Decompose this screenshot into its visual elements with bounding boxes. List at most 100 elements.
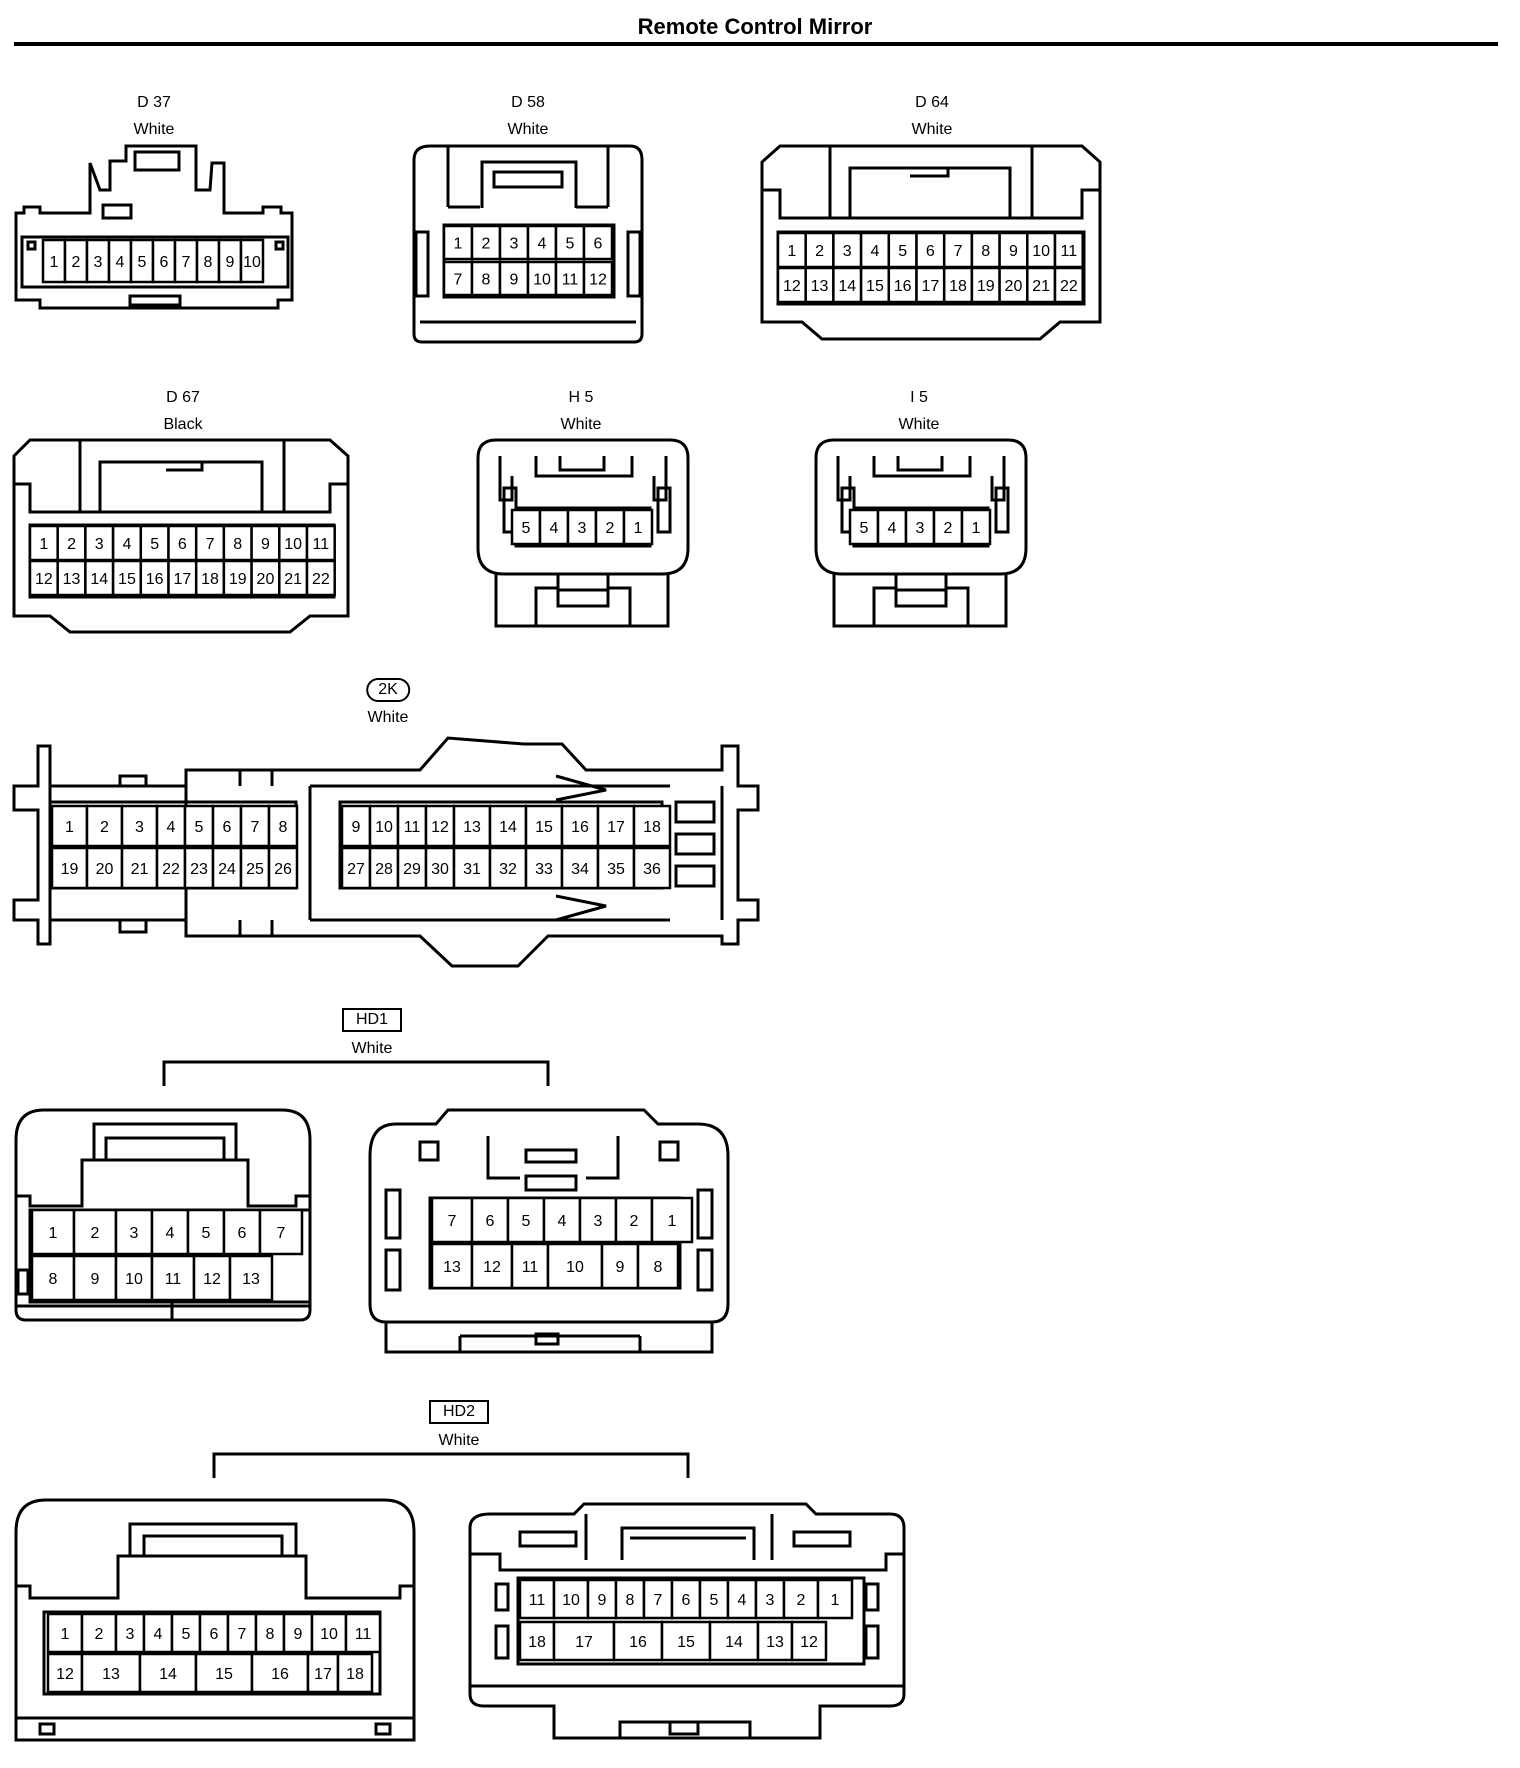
d64-pin-22: 22	[1053, 266, 1084, 304]
svg-text:13: 13	[63, 571, 81, 588]
svg-text:19: 19	[61, 861, 79, 878]
svg-text:2: 2	[72, 254, 81, 271]
2k-pin-32: 32	[488, 846, 528, 890]
svg-text:17: 17	[173, 571, 191, 588]
svg-text:8: 8	[279, 819, 288, 836]
svg-text:2: 2	[91, 1225, 100, 1242]
d58-pin-10: 10	[526, 260, 558, 297]
svg-text:4: 4	[116, 254, 125, 271]
2k-pin-2: 2	[85, 804, 124, 848]
d58-pin-1: 1	[442, 224, 474, 261]
d64-pin-7: 7	[942, 231, 974, 269]
h5-code: H 5	[568, 389, 594, 406]
svg-text:28: 28	[375, 861, 393, 878]
hd2-male-pin-9: 9	[282, 1612, 314, 1654]
d64-pin-17: 17	[915, 266, 946, 304]
svg-text:12: 12	[56, 1666, 74, 1683]
hd2-male-pin-16: 16	[250, 1652, 310, 1694]
svg-text:7: 7	[954, 243, 963, 260]
hd1-male-pin-4: 4	[150, 1208, 190, 1256]
d67-pin-21: 21	[278, 559, 309, 597]
svg-text:3: 3	[916, 520, 925, 537]
i5-pin-5: 5	[848, 508, 880, 546]
hd1-female-pin-12: 12	[470, 1242, 514, 1290]
h5-color: White	[560, 416, 602, 433]
hd1-male-pin-1: 1	[30, 1208, 76, 1256]
svg-text:14: 14	[725, 1634, 743, 1651]
d67-pin-2: 2	[56, 524, 87, 562]
d58-pin-9: 9	[498, 260, 530, 297]
svg-text:1: 1	[61, 1626, 70, 1643]
hd2-male-pin-7: 7	[226, 1612, 258, 1654]
svg-text:11: 11	[529, 1592, 546, 1609]
i5-color: White	[898, 416, 940, 433]
2k-pin-34: 34	[560, 846, 600, 890]
2k-pin-22: 22	[155, 846, 187, 890]
svg-text:13: 13	[443, 1259, 461, 1276]
svg-text:2: 2	[944, 520, 953, 537]
hd1-male-pin-5: 5	[186, 1208, 226, 1256]
svg-text:11: 11	[404, 819, 421, 836]
d64-pin-12: 12	[776, 266, 807, 304]
d67-pin-5: 5	[139, 524, 170, 562]
d37-pin-7: 7	[173, 238, 199, 284]
svg-text:7: 7	[182, 254, 191, 271]
2k-pin-19: 19	[50, 846, 89, 890]
svg-text:12: 12	[203, 1271, 221, 1288]
svg-text:2: 2	[815, 243, 824, 260]
page-title: Remote Control Mirror	[637, 14, 873, 39]
hd2-female-pin-13: 13	[756, 1620, 794, 1662]
hd2-male-pin-5: 5	[170, 1612, 202, 1654]
d64-pin-5: 5	[887, 231, 918, 269]
svg-text:6: 6	[178, 536, 187, 553]
hd2-female-pin-10: 10	[552, 1578, 590, 1620]
svg-text:9: 9	[598, 1592, 607, 1609]
svg-text:5: 5	[860, 520, 869, 537]
2k-pin-17: 17	[596, 804, 636, 848]
2k-pin-23: 23	[183, 846, 215, 890]
svg-text:1: 1	[454, 235, 463, 252]
svg-text:6: 6	[160, 254, 169, 271]
2k-pin-27: 27	[340, 846, 372, 890]
hd2-female-pin-12: 12	[790, 1620, 828, 1662]
svg-text:4: 4	[888, 520, 897, 537]
svg-text:8: 8	[266, 1626, 275, 1643]
hd2-male-pin-6: 6	[198, 1612, 230, 1654]
svg-text:9: 9	[91, 1271, 100, 1288]
svg-text:6: 6	[210, 1626, 219, 1643]
svg-text:10: 10	[566, 1259, 584, 1276]
d64-pin-6: 6	[915, 231, 946, 269]
hd2-male-pin-8: 8	[254, 1612, 286, 1654]
svg-text:12: 12	[783, 278, 801, 295]
svg-text:10: 10	[243, 254, 261, 271]
d64-pin-8: 8	[970, 231, 1001, 269]
hd2-male-pin-14: 14	[138, 1652, 198, 1694]
svg-text:21: 21	[1032, 278, 1050, 295]
d67-code: D 67	[166, 389, 200, 406]
svg-text:15: 15	[215, 1666, 233, 1683]
svg-text:8: 8	[626, 1592, 635, 1609]
svg-text:36: 36	[643, 861, 661, 878]
i5-pin-1: 1	[960, 508, 992, 546]
hd1-male-pin-2: 2	[72, 1208, 118, 1256]
svg-text:20: 20	[1005, 278, 1023, 295]
svg-text:6: 6	[594, 235, 603, 252]
2k-pin-16: 16	[560, 804, 600, 848]
d58-pin-7: 7	[442, 260, 474, 297]
svg-text:22: 22	[162, 861, 180, 878]
svg-text:5: 5	[150, 536, 159, 553]
d37-pin-10: 10	[239, 238, 265, 284]
svg-text:27: 27	[347, 861, 365, 878]
d37-pin-2: 2	[63, 238, 89, 284]
hd1-female-pin-6: 6	[470, 1196, 510, 1244]
2k-pin-14: 14	[488, 804, 528, 848]
2k-pin-30: 30	[424, 846, 456, 890]
svg-text:5: 5	[710, 1592, 719, 1609]
i5-pin-2: 2	[932, 508, 964, 546]
svg-text:34: 34	[571, 861, 589, 878]
svg-text:2: 2	[100, 819, 109, 836]
hd2-male-pin-17: 17	[306, 1652, 340, 1694]
d37-pin-5: 5	[129, 238, 155, 284]
